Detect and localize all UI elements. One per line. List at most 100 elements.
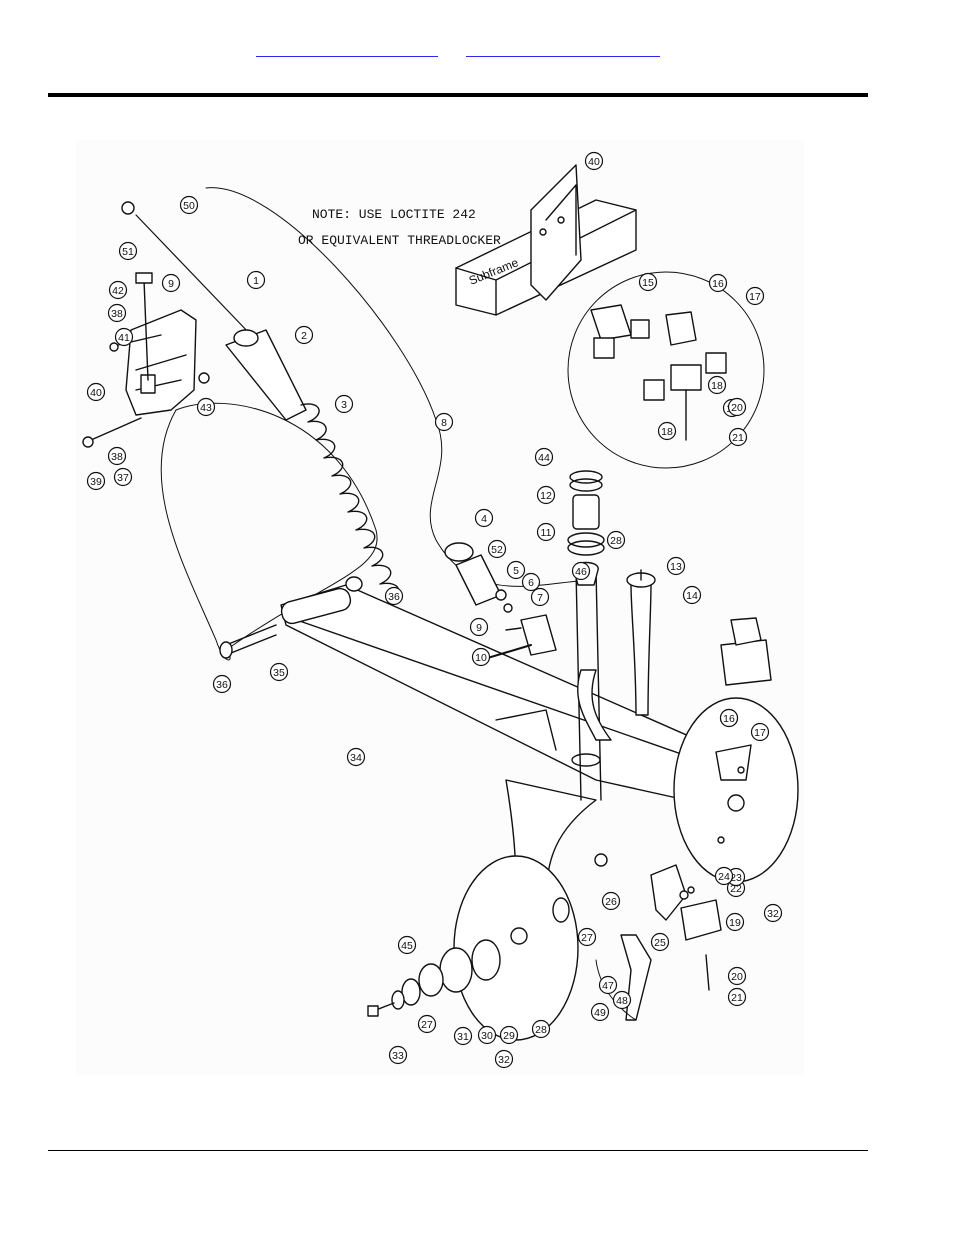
callout-label: 39 <box>90 476 102 488</box>
callout-label: 29 <box>503 1030 515 1042</box>
callout-52: 52 <box>487 539 507 559</box>
callout-label: 16 <box>712 278 724 290</box>
callout-50: 50 <box>179 195 199 215</box>
callout-14: 14 <box>682 585 702 605</box>
callout-circle <box>727 987 747 1007</box>
callout-8: 8 <box>434 412 454 432</box>
callout-label: 4 <box>481 513 487 525</box>
callout-circle <box>346 747 366 767</box>
callout-circle <box>531 1019 551 1039</box>
callout-label: 30 <box>481 1030 493 1042</box>
callout-label: 2 <box>301 330 307 342</box>
callout-circle <box>86 471 106 491</box>
callout-label: 49 <box>594 1007 606 1019</box>
callout-5: 5 <box>506 560 526 580</box>
callout-27: 27 <box>577 927 597 947</box>
callout-circle <box>745 286 765 306</box>
callout-12: 12 <box>536 485 556 505</box>
callout-32: 32 <box>494 1049 514 1069</box>
callout-circle <box>107 303 127 323</box>
callout-circle <box>666 556 686 576</box>
callout-label: 37 <box>117 472 129 484</box>
callout-label: 26 <box>605 896 617 908</box>
callout-circle <box>530 587 550 607</box>
callout-circle <box>161 273 181 293</box>
callout-circle <box>471 647 491 667</box>
callout-circle <box>750 722 770 742</box>
callout-51: 51 <box>118 241 138 261</box>
callout-label: 14 <box>686 590 698 602</box>
callout-circle <box>727 397 747 417</box>
callout-20: 20 <box>727 966 747 986</box>
callout-label: 9 <box>168 278 174 290</box>
callout-27: 27 <box>417 1014 437 1034</box>
callout-label: 7 <box>537 592 543 604</box>
callout-36: 36 <box>212 674 232 694</box>
callout-circle <box>714 866 734 886</box>
callout-30: 30 <box>477 1025 497 1045</box>
callout-circle <box>487 539 507 559</box>
callout-label: 38 <box>111 451 123 463</box>
callout-circle <box>86 382 106 402</box>
callout-18: 18 <box>657 421 677 441</box>
callout-circle <box>606 530 626 550</box>
callout-label: 1 <box>253 275 259 287</box>
callout-label: 11 <box>541 527 552 539</box>
callout-label: 34 <box>350 752 362 764</box>
callout-label: 28 <box>535 1024 547 1036</box>
callout-circle <box>638 272 658 292</box>
callout-label: 24 <box>718 871 730 883</box>
callout-circle <box>477 1025 497 1045</box>
header-link-1[interactable] <box>256 42 438 57</box>
callout-3: 3 <box>334 394 354 414</box>
callout-label: 21 <box>732 432 744 444</box>
callout-label: 18 <box>711 380 723 392</box>
callout-label: 31 <box>457 1031 469 1043</box>
callout-label: 20 <box>731 402 743 414</box>
callout-circle <box>571 561 591 581</box>
callout-11: 11 <box>536 522 556 542</box>
callout-2: 2 <box>294 325 314 345</box>
callout-label: 17 <box>754 727 766 739</box>
callout-38: 38 <box>107 446 127 466</box>
callout-label: 33 <box>392 1050 404 1062</box>
callout-circle <box>499 1025 519 1045</box>
callout-1: 1 <box>246 270 266 290</box>
callout-label: 17 <box>749 291 761 303</box>
callout-34: 34 <box>346 747 366 767</box>
callout-circle <box>179 195 199 215</box>
callout-label: 36 <box>216 679 228 691</box>
callout-21: 21 <box>727 987 747 1007</box>
callout-label: 3 <box>341 399 347 411</box>
callout-label: 47 <box>602 980 614 992</box>
callout-circle <box>682 585 702 605</box>
parts-diagram-svg: Subframe NOTE: USE LOCTITE 242 OR EQUIVA… <box>82 151 799 1069</box>
callout-circle <box>612 990 632 1010</box>
callout-label: 18 <box>661 426 673 438</box>
callout-circle <box>196 397 216 417</box>
callout-circle <box>584 151 604 171</box>
callout-label: 6 <box>528 577 534 589</box>
callout-circle <box>650 932 670 952</box>
callout-label: 28 <box>610 535 622 547</box>
callout-33: 33 <box>388 1045 408 1065</box>
footer-rule <box>48 1150 868 1151</box>
callout-25: 25 <box>650 932 670 952</box>
callout-44: 44 <box>534 447 554 467</box>
callout-label: 19 <box>729 917 741 929</box>
callout-9: 9 <box>469 617 489 637</box>
callout-48: 48 <box>612 990 632 1010</box>
callout-32: 32 <box>763 903 783 923</box>
callout-label: 43 <box>200 402 212 414</box>
callout-circle <box>107 446 127 466</box>
callout-label: 44 <box>538 452 550 464</box>
callout-label: 38 <box>111 308 123 320</box>
callout-7: 7 <box>530 587 550 607</box>
callout-label: 32 <box>498 1054 510 1066</box>
callout-21: 21 <box>728 427 748 447</box>
header-link-2[interactable] <box>466 42 660 57</box>
callout-label: 36 <box>388 591 400 603</box>
callout-label: 48 <box>616 995 628 1007</box>
callout-circle <box>707 375 727 395</box>
callout-43: 43 <box>196 397 216 417</box>
